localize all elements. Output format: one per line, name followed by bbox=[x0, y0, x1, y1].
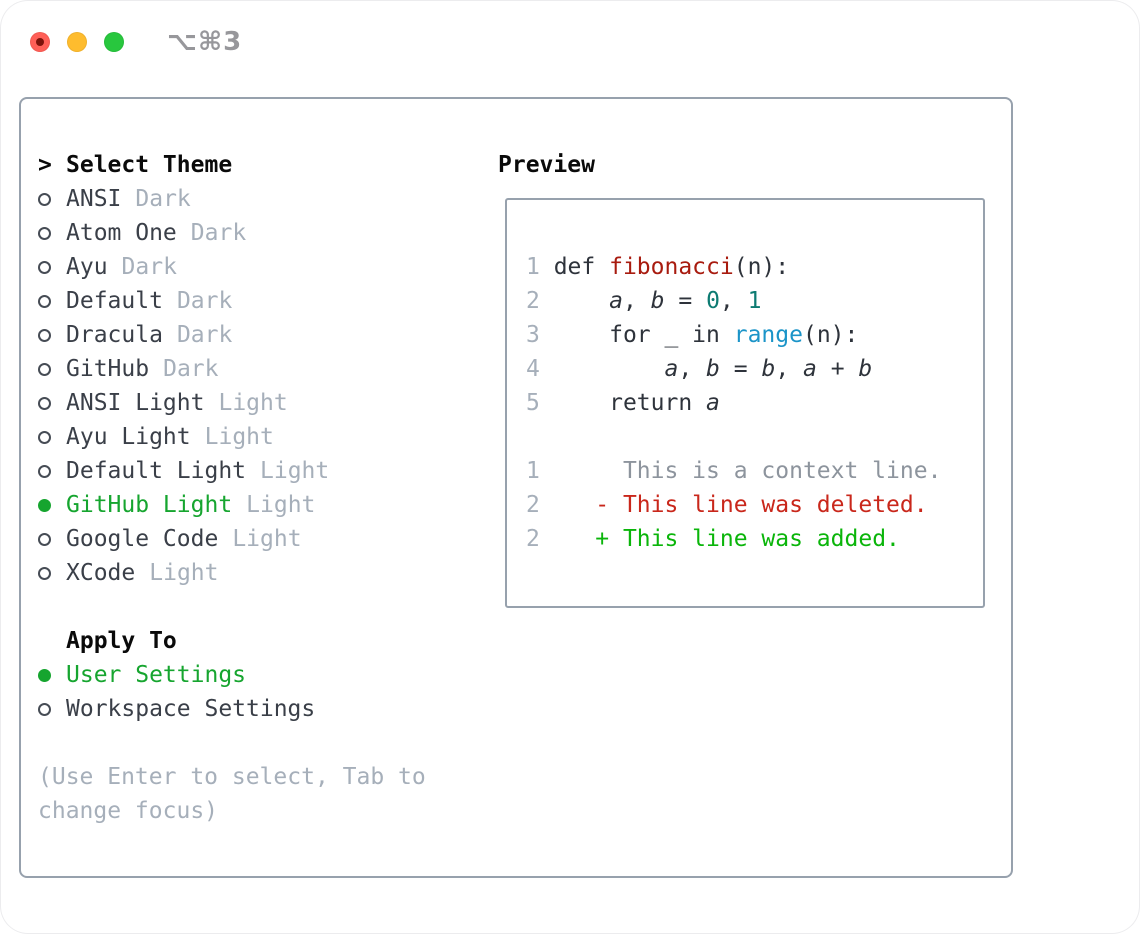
theme-variant-tag: Dark bbox=[135, 186, 191, 212]
theme-variant-tag: Dark bbox=[121, 254, 177, 280]
radio-icon bbox=[38, 396, 51, 410]
theme-option[interactable]: Ayu Light Light bbox=[38, 420, 450, 454]
option-label: GitHub Light bbox=[66, 492, 233, 518]
theme-variant-tag: Light bbox=[149, 560, 219, 586]
hint-text: (Use Enter to select, Tab to change focu… bbox=[38, 764, 426, 824]
theme-option[interactable]: ANSI Dark bbox=[38, 182, 450, 216]
apply-to-option[interactable]: User Settings bbox=[38, 658, 450, 692]
radio-icon bbox=[38, 260, 51, 274]
option-label: Default bbox=[66, 288, 163, 314]
theme-option[interactable]: XCode Light bbox=[38, 556, 450, 590]
select-theme-title: Select Theme bbox=[66, 152, 233, 178]
apply-to-header: Apply To bbox=[38, 624, 450, 658]
theme-option[interactable]: GitHub Light Light bbox=[38, 488, 450, 522]
spacer bbox=[38, 726, 450, 760]
option-label: Google Code bbox=[66, 526, 219, 552]
code-preview: 1 def fibonacci(n): 2 a, b = 0, 1 3 for _ … bbox=[526, 250, 983, 556]
option-label: ANSI bbox=[66, 186, 122, 212]
code-line bbox=[526, 420, 983, 454]
theme-option[interactable]: Google Code Light bbox=[38, 522, 450, 556]
theme-variant-tag: Light bbox=[232, 526, 302, 552]
option-label: GitHub bbox=[66, 356, 150, 382]
option-label: ANSI Light bbox=[66, 390, 205, 416]
theme-option[interactable]: Atom One Dark bbox=[38, 216, 450, 250]
radio-icon bbox=[38, 294, 51, 308]
option-label: Default Light bbox=[66, 458, 247, 484]
theme-option[interactable]: ANSI Light Light bbox=[38, 386, 450, 420]
preview-box: 1 def fibonacci(n): 2 a, b = 0, 1 3 for _ … bbox=[505, 198, 985, 608]
theme-variant-tag: Light bbox=[260, 458, 330, 484]
theme-option[interactable]: GitHub Dark bbox=[38, 352, 450, 386]
option-label: Atom One bbox=[66, 220, 177, 246]
option-label: Ayu bbox=[66, 254, 108, 280]
code-line: 5 return a bbox=[526, 390, 720, 416]
radio-icon bbox=[38, 226, 51, 240]
theme-option[interactable]: Default Light Light bbox=[38, 454, 450, 488]
theme-variant-tag: Dark bbox=[190, 220, 247, 246]
option-label: Ayu Light bbox=[66, 424, 191, 450]
theme-variant-tag: Dark bbox=[163, 356, 219, 382]
apply-to-option[interactable]: Workspace Settings bbox=[38, 692, 450, 726]
maximize-button[interactable] bbox=[104, 32, 124, 52]
close-button[interactable] bbox=[30, 32, 50, 52]
code-line: 4 a, b = b, a + b bbox=[526, 356, 873, 382]
option-label: User Settings bbox=[66, 662, 247, 688]
radio-selected-icon bbox=[38, 668, 51, 682]
select-theme-header: > Select Theme bbox=[38, 148, 450, 182]
code-line: 2 + This line was added. bbox=[526, 526, 900, 552]
spacer bbox=[38, 590, 450, 624]
theme-option[interactable]: Default Dark bbox=[38, 284, 450, 318]
radio-icon bbox=[38, 362, 51, 376]
code-line: 1 def fibonacci(n): bbox=[526, 254, 790, 280]
theme-variant-tag: Light bbox=[246, 492, 316, 518]
code-line: 2 - This line was deleted. bbox=[526, 492, 928, 518]
radio-icon bbox=[38, 532, 51, 546]
option-label: Workspace Settings bbox=[66, 696, 316, 722]
close-dot-icon bbox=[36, 38, 44, 46]
focus-caret-icon: > bbox=[38, 152, 52, 178]
option-label: XCode bbox=[66, 560, 136, 586]
window-titlebar: ⌥⌘3 bbox=[30, 27, 242, 57]
theme-variant-tag: Light bbox=[204, 424, 274, 450]
radio-selected-icon bbox=[38, 498, 51, 512]
code-line: 1 This is a context line. bbox=[526, 458, 942, 484]
code-line: 2 a, b = 0, 1 bbox=[526, 288, 762, 314]
code-line: 3 for _ in range(n): bbox=[526, 322, 859, 348]
theme-variant-tag: Light bbox=[218, 390, 288, 416]
radio-icon bbox=[38, 430, 51, 444]
radio-icon bbox=[38, 328, 51, 342]
theme-variant-tag: Dark bbox=[176, 322, 233, 348]
preview-title: Preview bbox=[498, 152, 595, 178]
apply-to-title: Apply To bbox=[66, 628, 177, 654]
minimize-button[interactable] bbox=[67, 32, 87, 52]
radio-icon bbox=[38, 464, 51, 478]
theme-option[interactable]: Ayu Dark bbox=[38, 250, 450, 284]
window-title: ⌥⌘3 bbox=[167, 27, 243, 57]
radio-icon bbox=[38, 566, 51, 580]
radio-icon bbox=[38, 702, 51, 716]
radio-icon bbox=[38, 192, 51, 206]
theme-variant-tag: Dark bbox=[176, 288, 233, 314]
option-label: Dracula bbox=[66, 322, 163, 348]
theme-option[interactable]: Dracula Dark bbox=[38, 318, 450, 352]
